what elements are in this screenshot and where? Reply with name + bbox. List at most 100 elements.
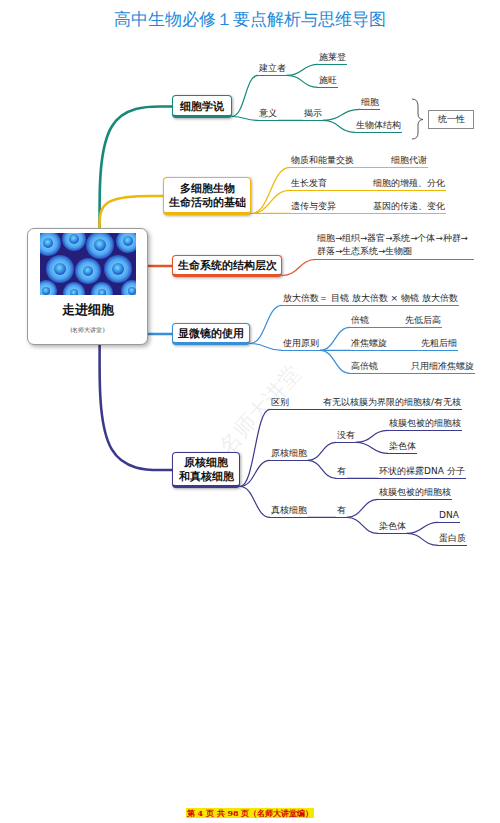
mind-map-item: 放大倍数＝ 目镜 放大倍数 × 物镜 放大倍数 <box>282 292 459 306</box>
node-text: 建立者 <box>259 62 286 74</box>
mind-map-item: DNA <box>438 509 460 523</box>
mind-map-item: 物质和能量交换细胞代谢 <box>290 154 428 168</box>
mind-map-item: 细胞 <box>360 96 380 110</box>
main-branch-line <box>148 333 172 336</box>
node-detail-text: 先低后高 <box>405 314 441 326</box>
node-text: 有 <box>337 504 346 516</box>
node-text: 染色体 <box>389 440 416 452</box>
mind-map-item: 核膜包被的细胞核 <box>378 486 452 500</box>
summary-box: 统一性 <box>428 110 474 129</box>
branch-line <box>251 213 290 214</box>
node-text: 原核细胞 <box>271 447 307 459</box>
cell-nucleus <box>98 289 106 295</box>
mind-map-item: 核膜包被的细胞核 <box>388 417 462 431</box>
branch-line <box>232 75 258 116</box>
branch-topic-box: 生命系统的结构层次 <box>172 255 282 277</box>
node-text: 显微镜的使用 <box>178 326 244 340</box>
node-text: 染色体 <box>379 520 406 532</box>
cell <box>86 233 114 259</box>
mind-map-item: 没有 <box>336 429 356 443</box>
branch-line <box>347 478 378 479</box>
mind-map-item: 有 <box>336 504 347 518</box>
cell <box>104 255 132 283</box>
mind-map-item: 染色体 <box>378 520 407 534</box>
branch-line <box>287 64 318 75</box>
cell-group <box>40 233 136 295</box>
node-text: 高倍镜 <box>351 360 411 372</box>
mind-map-item: 环状的裸露DNA 分子 <box>378 465 466 479</box>
node-text: 施旺 <box>319 74 337 86</box>
node-text: 环状的裸露DNA 分子 <box>379 465 465 477</box>
cell-nucleus <box>69 234 79 244</box>
branch-topic-box: 多细胞生物 生命活动的基础 <box>163 177 251 215</box>
node-detail-text: 只用细准焦螺旋 <box>411 360 474 372</box>
mind-map-item: 施旺 <box>318 74 338 88</box>
branch-line <box>308 517 336 518</box>
main-branch-line <box>100 196 163 228</box>
node-text: 蛋白质 <box>439 532 466 544</box>
node-text: 核膜包被的细胞核 <box>389 417 461 429</box>
node-text: DNA <box>439 509 459 521</box>
node-detail-text: 先粗后细 <box>421 337 457 349</box>
page-title: 高中生物必修１要点解析与思维导图 <box>0 8 500 31</box>
cell <box>62 233 86 251</box>
cell <box>40 233 61 256</box>
mind-map-item: 区别有无以核膜为界限的细胞核/有无核 <box>270 396 462 410</box>
node-text: 有 <box>337 465 346 477</box>
branch-line <box>250 344 282 351</box>
mind-map-item: 蛋白质 <box>438 532 467 546</box>
branch-topic-box: 显微镜的使用 <box>172 323 250 345</box>
node-text: 准焦螺旋 <box>351 337 421 349</box>
cell-nucleus <box>112 263 124 275</box>
node-text: 意义 <box>259 107 277 119</box>
node-text: 生物体结构 <box>356 119 401 131</box>
cell <box>116 233 136 253</box>
node-detail-text: 细胞的增殖、分化 <box>373 177 445 189</box>
branch-line <box>287 75 318 87</box>
cell-nucleus <box>83 266 93 276</box>
branch-line <box>320 350 350 373</box>
mind-map-item: 意义 <box>258 107 278 121</box>
node-detail-text: 基因的传递、变化 <box>373 200 445 212</box>
node-text: 没有 <box>337 429 355 441</box>
node-text: 遗传与变异 <box>291 200 373 212</box>
mind-map-item: 遗传与变异基因的传递、变化 <box>290 200 446 214</box>
branch-line <box>356 442 388 453</box>
cell-nucleus <box>128 287 136 295</box>
mind-map-item: 细胞→组织→器官→系统→个体→种群→群落→生态系统→生物圈 <box>316 232 474 260</box>
branch-line <box>323 120 355 132</box>
branch-line <box>251 190 290 213</box>
branch-line <box>308 460 336 478</box>
page-caption: 第 4 页 共 98 页（名师大讲堂编） <box>186 808 315 818</box>
cell-nucleus <box>54 263 66 275</box>
node-text: 揭示 <box>304 107 322 119</box>
cell <box>75 258 101 284</box>
node-text: 原核细胞 和真核细胞 <box>175 455 237 483</box>
branch-line <box>407 533 438 545</box>
mind-map-item: 原核细胞 <box>270 447 308 461</box>
mind-map-item: 施莱登 <box>318 51 347 65</box>
branch-line <box>251 167 290 213</box>
main-branch-line <box>148 265 172 268</box>
node-text: 核膜包被的细胞核 <box>379 486 451 498</box>
mind-map-item: 使用原则 <box>282 337 320 351</box>
node-detail-text: 细胞代谢 <box>391 154 427 166</box>
mind-map-item: 高倍镜只用细准焦螺旋 <box>350 360 475 374</box>
main-branch-line <box>100 345 172 470</box>
node-text: 多细胞生物 生命活动的基础 <box>166 181 248 209</box>
node-detail-text: (名师大讲堂) <box>28 326 147 334</box>
cell <box>40 280 57 295</box>
mind-map-item: 真核细胞 <box>270 504 308 518</box>
node-text: 真核细胞 <box>271 504 307 516</box>
branch-line <box>240 460 270 486</box>
node-text: 使用原则 <box>283 337 319 349</box>
cell <box>121 280 136 295</box>
node-text: 细胞 <box>361 96 379 108</box>
mind-map-item: 生长发育细胞的增殖、分化 <box>290 177 446 191</box>
node-text: 生命系统的结构层次 <box>178 258 277 272</box>
mind-map-item: 建立者 <box>258 62 287 76</box>
brace-bracket <box>412 99 423 139</box>
node-detail-text: 有无以核膜为界限的细胞核/有无核 <box>323 396 461 408</box>
branch-line <box>240 487 270 518</box>
